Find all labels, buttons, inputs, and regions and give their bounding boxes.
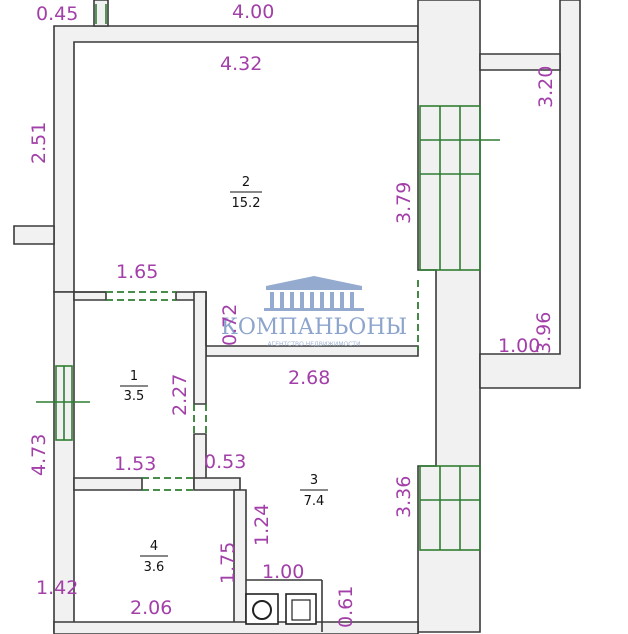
room-label-2: 2 15.2 — [230, 175, 262, 211]
dim-room3-right: 3.36 — [393, 476, 415, 518]
window-room1 — [36, 365, 90, 441]
dim-room1-height: 2.27 — [169, 374, 191, 416]
sink-icon — [285, 593, 317, 625]
dim-right-top: 3.20 — [535, 66, 557, 108]
door-room1 — [193, 404, 207, 434]
dim-counter-depth: 0.61 — [335, 586, 357, 628]
dim-room2-width: 4.32 — [220, 53, 262, 75]
dim-counter-width: 1.00 — [262, 561, 304, 583]
room-label-1: 1 3.5 — [120, 369, 148, 404]
dim-kitchen-side: 1.24 — [251, 504, 273, 546]
room-number: 3 — [310, 473, 318, 488]
stove-burner-icon — [252, 600, 272, 620]
wall-right-top — [479, 53, 561, 71]
dim-bottom-left: 1.42 — [36, 577, 78, 599]
window-top-left — [95, 4, 107, 24]
room-number: 2 — [242, 175, 250, 190]
room-area: 15.2 — [232, 196, 261, 211]
dim-top-left: 0.45 — [36, 3, 78, 25]
wall-room1-room4 — [73, 477, 241, 491]
wall-top-stub — [93, 0, 109, 27]
window-room3 — [419, 465, 481, 551]
room-area: 7.4 — [304, 494, 325, 509]
dim-door-0-72: 0.72 — [219, 304, 241, 346]
room-label-3: 3 7.4 — [300, 473, 328, 509]
window-room2 — [419, 105, 500, 271]
dim-room2-right: 3.79 — [393, 182, 415, 224]
wall-partition-mid — [73, 291, 207, 301]
wall-bottom — [53, 621, 419, 634]
room-number: 4 — [150, 539, 158, 554]
building-logo-icon — [264, 276, 364, 311]
dim-room1-width: 1.53 — [114, 453, 156, 475]
wall-left-sill — [13, 225, 55, 245]
dim-corridor-top: 1.65 — [116, 261, 158, 283]
watermark-tagline: АГЕНТСТВО НЕДВИЖИМОСТИ — [267, 341, 360, 348]
watermark: КОМПАНЬОНЫ АГЕНТСТВО НЕДВИЖИМОСТИ — [221, 276, 407, 348]
dim-opening-0-53: 0.53 — [204, 451, 246, 473]
dim-room4-height: 1.75 — [217, 542, 239, 584]
dim-room3-width: 2.68 — [288, 367, 330, 389]
watermark-brand: КОМПАНЬОНЫ — [221, 315, 407, 340]
door-corridor-top — [106, 291, 176, 301]
dim-room4-width: 2.06 — [130, 597, 172, 619]
dim-balcony-b: 3.96 — [533, 312, 555, 354]
dim-balcony-a: 1.00 — [498, 335, 540, 357]
wall-far-right — [479, 0, 581, 389]
door-room4 — [142, 477, 194, 491]
room-area: 3.5 — [124, 389, 145, 404]
wall-spine — [417, 0, 481, 633]
dim-left-lower: 4.73 — [28, 434, 50, 476]
room-area: 3.6 — [144, 560, 165, 575]
room-number: 1 — [130, 369, 138, 384]
dim-left-upper: 2.51 — [28, 122, 50, 164]
dim-top-main: 4.00 — [232, 1, 274, 23]
room-label-4: 4 3.6 — [140, 539, 168, 575]
